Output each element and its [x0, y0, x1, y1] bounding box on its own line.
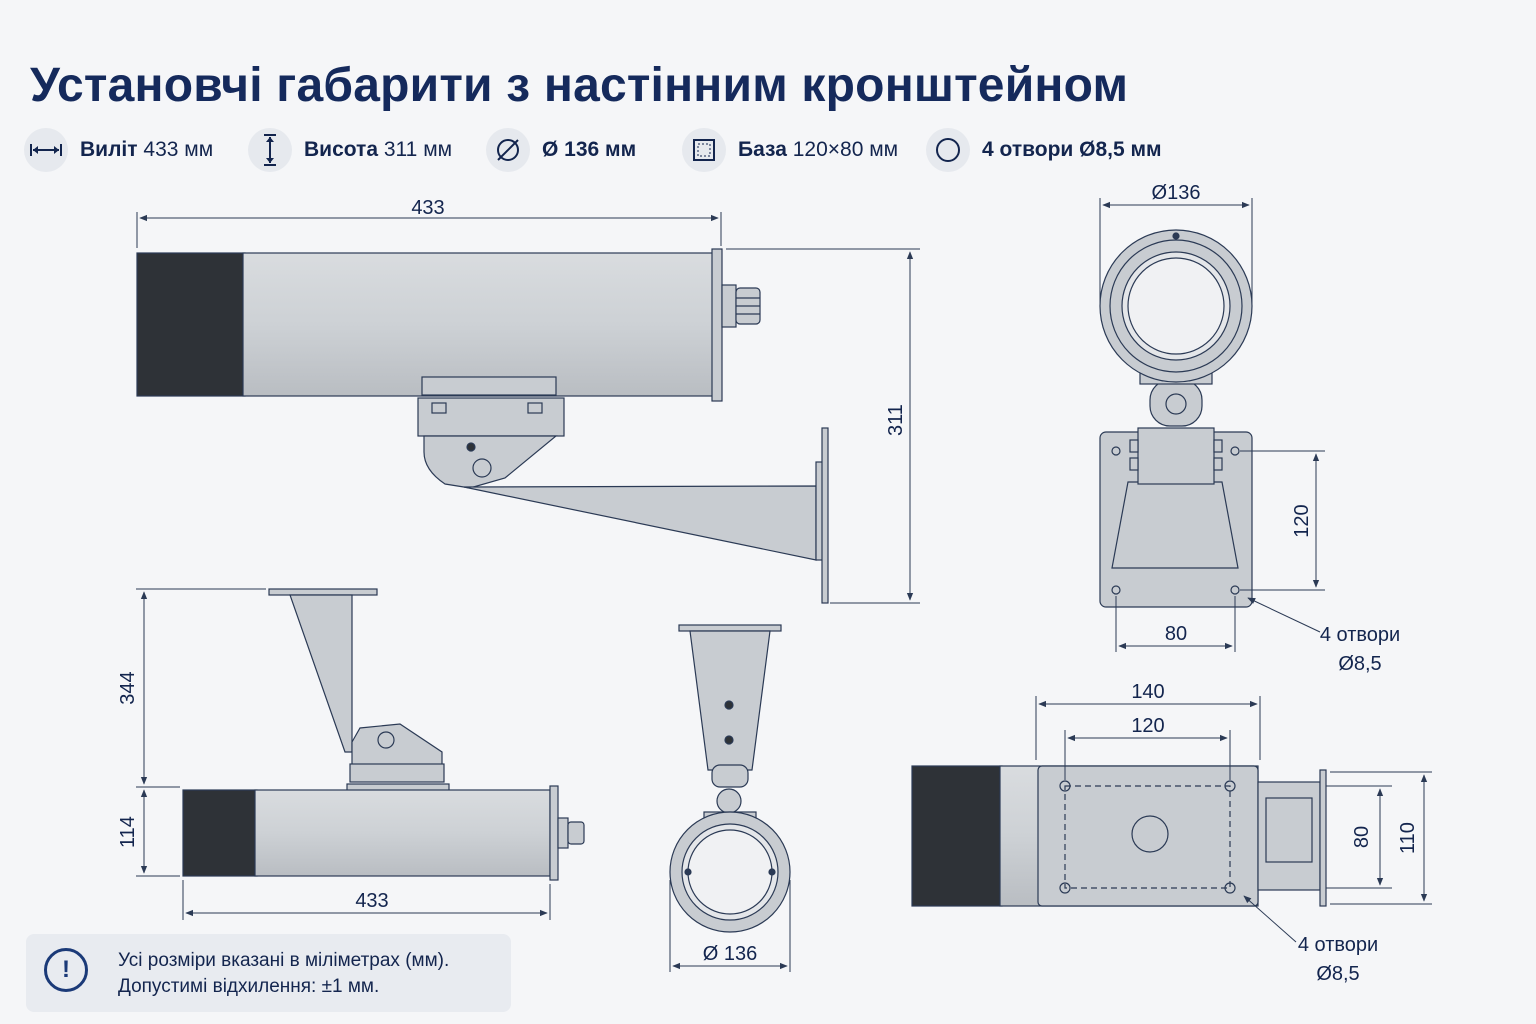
side-view-dimensions [136, 212, 920, 604]
arrow-horizontal-icon [24, 128, 68, 172]
dim-top-holes-label: 4 отвори [1298, 934, 1378, 956]
dim-plate-height: 120 [1291, 504, 1313, 537]
dim-plate-width: 80 [1165, 623, 1187, 645]
note-line-1: Усі розміри вказані в міліметрах (мм). [118, 950, 450, 971]
dim-holes-label: 4 отвори [1320, 624, 1400, 646]
dim-top-120: 120 [1131, 715, 1164, 737]
dim-bottom-114: 114 [117, 816, 139, 848]
spec-base: База 120×80 мм [682, 126, 898, 174]
front-view-dimensions [1099, 198, 1325, 652]
dim-side-length: 433 [411, 197, 444, 219]
ceiling-front-dimensions [669, 880, 791, 972]
dim-side-height: 311 [885, 404, 907, 436]
dim-top-80: 80 [1351, 826, 1373, 848]
spec-height: Висота 311 мм [248, 126, 452, 174]
side-view [136, 248, 829, 604]
dim-holes-diameter: Ø8,5 [1338, 653, 1381, 675]
spec-holes: 4 отвори Ø8,5 мм [926, 126, 1162, 174]
spec-reach: Виліт 433 мм [24, 126, 213, 174]
note-line-2: Допустимі відхилення: ±1 мм. [118, 976, 380, 997]
arrow-vertical-icon [248, 128, 292, 172]
circle-hole-icon [926, 128, 970, 172]
ceiling-side-dimensions [136, 588, 551, 920]
page-title: Установчі габарити з настінним кронштейн… [30, 59, 1129, 112]
ceiling-front-view [669, 624, 791, 933]
dim-top-holes-diameter: Ø8,5 [1316, 963, 1359, 985]
spec-diameter: Ø 136 мм [486, 126, 636, 174]
dim-front2-diameter: Ø 136 [703, 943, 757, 965]
diameter-icon [486, 128, 530, 172]
top-view [911, 765, 1327, 907]
base-square-icon [682, 128, 726, 172]
dim-front-diameter: Ø136 [1152, 182, 1201, 204]
dim-top-140: 140 [1131, 681, 1164, 703]
front-view [1099, 229, 1253, 608]
ceiling-side-view [182, 588, 585, 881]
top-view-dimensions [1035, 696, 1432, 943]
dim-bottom-length: 433 [355, 890, 388, 912]
exclamation-icon: ! [44, 948, 88, 992]
dim-bottom-344: 344 [117, 671, 139, 704]
dim-top-110: 110 [1397, 822, 1419, 854]
note-box: ! Усі розміри вказані в міліметрах (мм).… [26, 934, 511, 1012]
